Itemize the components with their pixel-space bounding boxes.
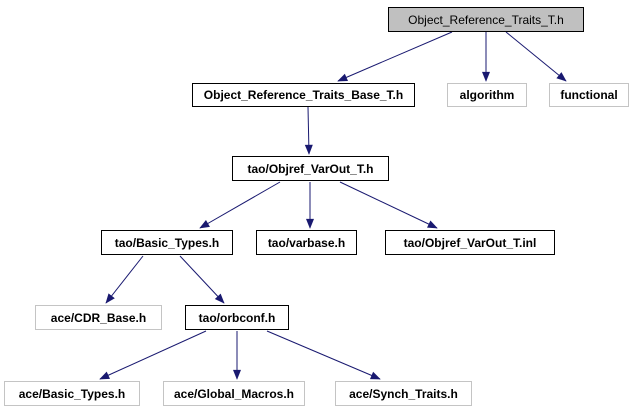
- graph-node-ace-global-macros-h: ace/Global_Macros.h: [163, 381, 305, 406]
- edge-object-reference-traits-base-t-h--tao-objref-varout-t-h: [304, 106, 313, 155]
- edge-object-reference-traits-t-h--functional: [505, 31, 567, 82]
- graph-node-ace-cdr-base-h: ace/CDR_Base.h: [35, 305, 162, 330]
- edge-tao-basic-types-h--ace-cdr-base-h: [105, 255, 144, 304]
- graph-node-tao-varbase-h[interactable]: tao/varbase.h: [256, 230, 357, 255]
- graph-node-tao-objref-varout-t-h[interactable]: tao/Objref_VarOut_T.h: [232, 156, 389, 181]
- edge-tao-orbconf-h--ace-synch-traits-h: [266, 330, 381, 380]
- graph-node-tao-basic-types-h[interactable]: tao/Basic_Types.h: [101, 230, 233, 255]
- graph-node-tao-objref-varout-t-inl[interactable]: tao/Objref_VarOut_T.inl: [385, 230, 555, 255]
- edge-tao-objref-varout-t-h--tao-basic-types-h: [199, 181, 281, 229]
- graph-node-algorithm: algorithm: [447, 83, 527, 107]
- edge-tao-basic-types-h--tao-orbconf-h: [179, 255, 225, 304]
- graph-node-functional: functional: [549, 83, 629, 107]
- graph-node-tao-orbconf-h[interactable]: tao/orbconf.h: [185, 305, 289, 330]
- graph-node-ace-synch-traits-h: ace/Synch_Traits.h: [335, 381, 472, 406]
- graph-node-object-reference-traits-t-h: Object_Reference_Traits_T.h: [388, 7, 584, 32]
- edge-tao-orbconf-h--ace-basic-types-h: [99, 330, 207, 380]
- edge-object-reference-traits-t-h--object-reference-traits-base-t-h: [337, 31, 453, 82]
- graph-node-ace-basic-types-h: ace/Basic_Types.h: [4, 381, 140, 406]
- graph-node-object-reference-traits-base-t-h[interactable]: Object_Reference_Traits_Base_T.h: [192, 83, 415, 107]
- edge-tao-objref-varout-t-h--tao-objref-varout-t-inl: [339, 181, 438, 229]
